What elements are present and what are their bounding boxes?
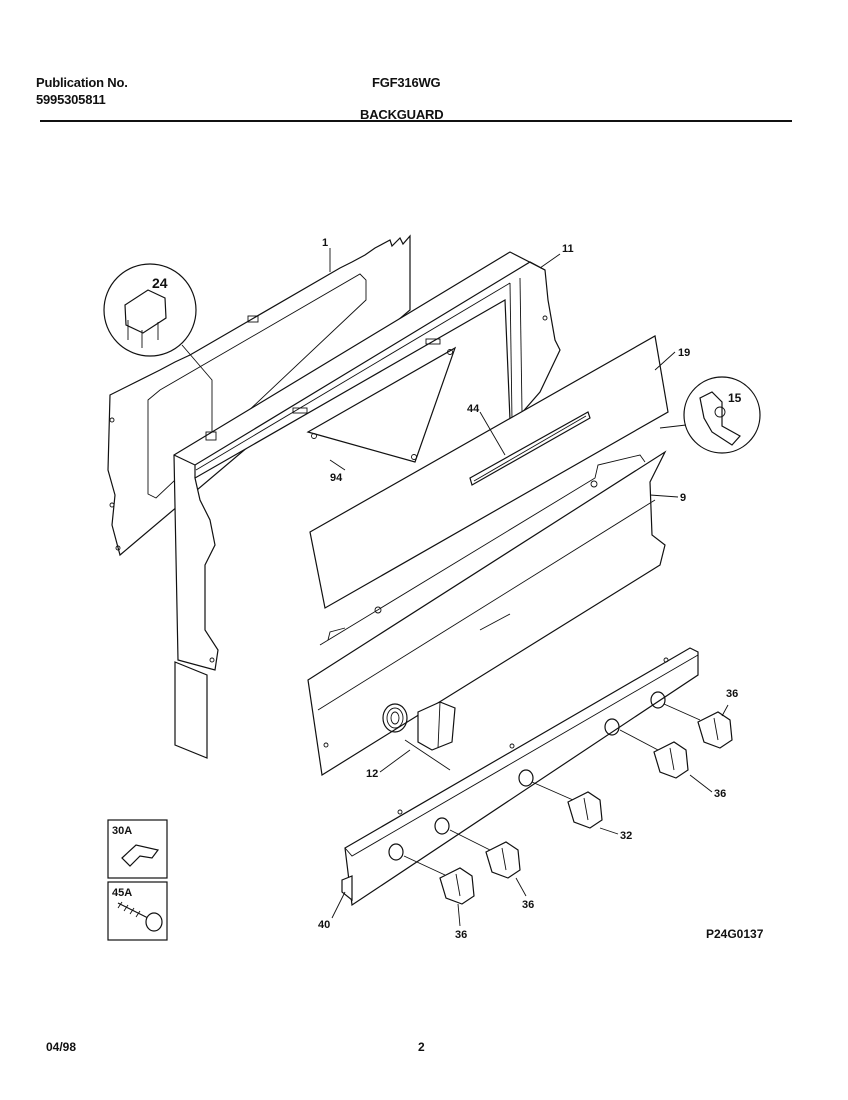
header-rule (40, 120, 792, 122)
hardware-box-45a: 45A (107, 881, 168, 941)
plate-part (306, 346, 457, 463)
footer-date: 04/98 (46, 1040, 77, 1054)
knob-part (485, 841, 521, 879)
panel-holes (388, 691, 666, 861)
trim-strip-part (469, 411, 591, 486)
knob-part (439, 867, 475, 905)
callout-32: 32 (620, 830, 632, 842)
callout-9: 9 (680, 492, 686, 504)
hardware-label-30a: 30A (112, 825, 132, 837)
diagram-code: P24G0137 (706, 927, 764, 941)
footer-page-number: 2 (418, 1040, 425, 1054)
model-number: FGF316WG (372, 75, 441, 90)
callout-40: 40 (318, 919, 330, 931)
section-title: BACKGUARD (360, 107, 444, 122)
callout-94: 94 (330, 472, 343, 484)
publication-number: 5995305811 (36, 92, 106, 107)
callout-36-bottom: 36 (455, 929, 467, 941)
callout-36-middle: 36 (522, 899, 534, 911)
callout-11: 11 (562, 243, 574, 255)
knob-part (697, 711, 733, 749)
callout-12: 12 (366, 768, 378, 780)
callout-15: 15 (728, 391, 742, 405)
callout-24: 24 (152, 275, 168, 291)
switch-inset (103, 263, 213, 432)
knob-part (653, 741, 689, 779)
manifold-panel-part (341, 647, 699, 907)
hardware-label-45a: 45A (112, 887, 132, 899)
hardware-box-30a: 30A (107, 819, 168, 879)
callout-1: 1 (322, 237, 328, 249)
callout-19: 19 (678, 347, 690, 359)
backguard-frame-part (173, 251, 561, 759)
knob-part (567, 791, 603, 829)
control-panel-part (307, 450, 667, 776)
callout-44: 44 (467, 403, 480, 415)
callout-36-right: 36 (714, 788, 726, 800)
publication-label: Publication No. (36, 75, 128, 90)
thermostat-part (382, 701, 456, 771)
clip-inset (659, 376, 761, 454)
callout-leaders (329, 248, 729, 927)
knob-leader-lines (403, 703, 701, 876)
callout-36-top: 36 (726, 688, 738, 700)
